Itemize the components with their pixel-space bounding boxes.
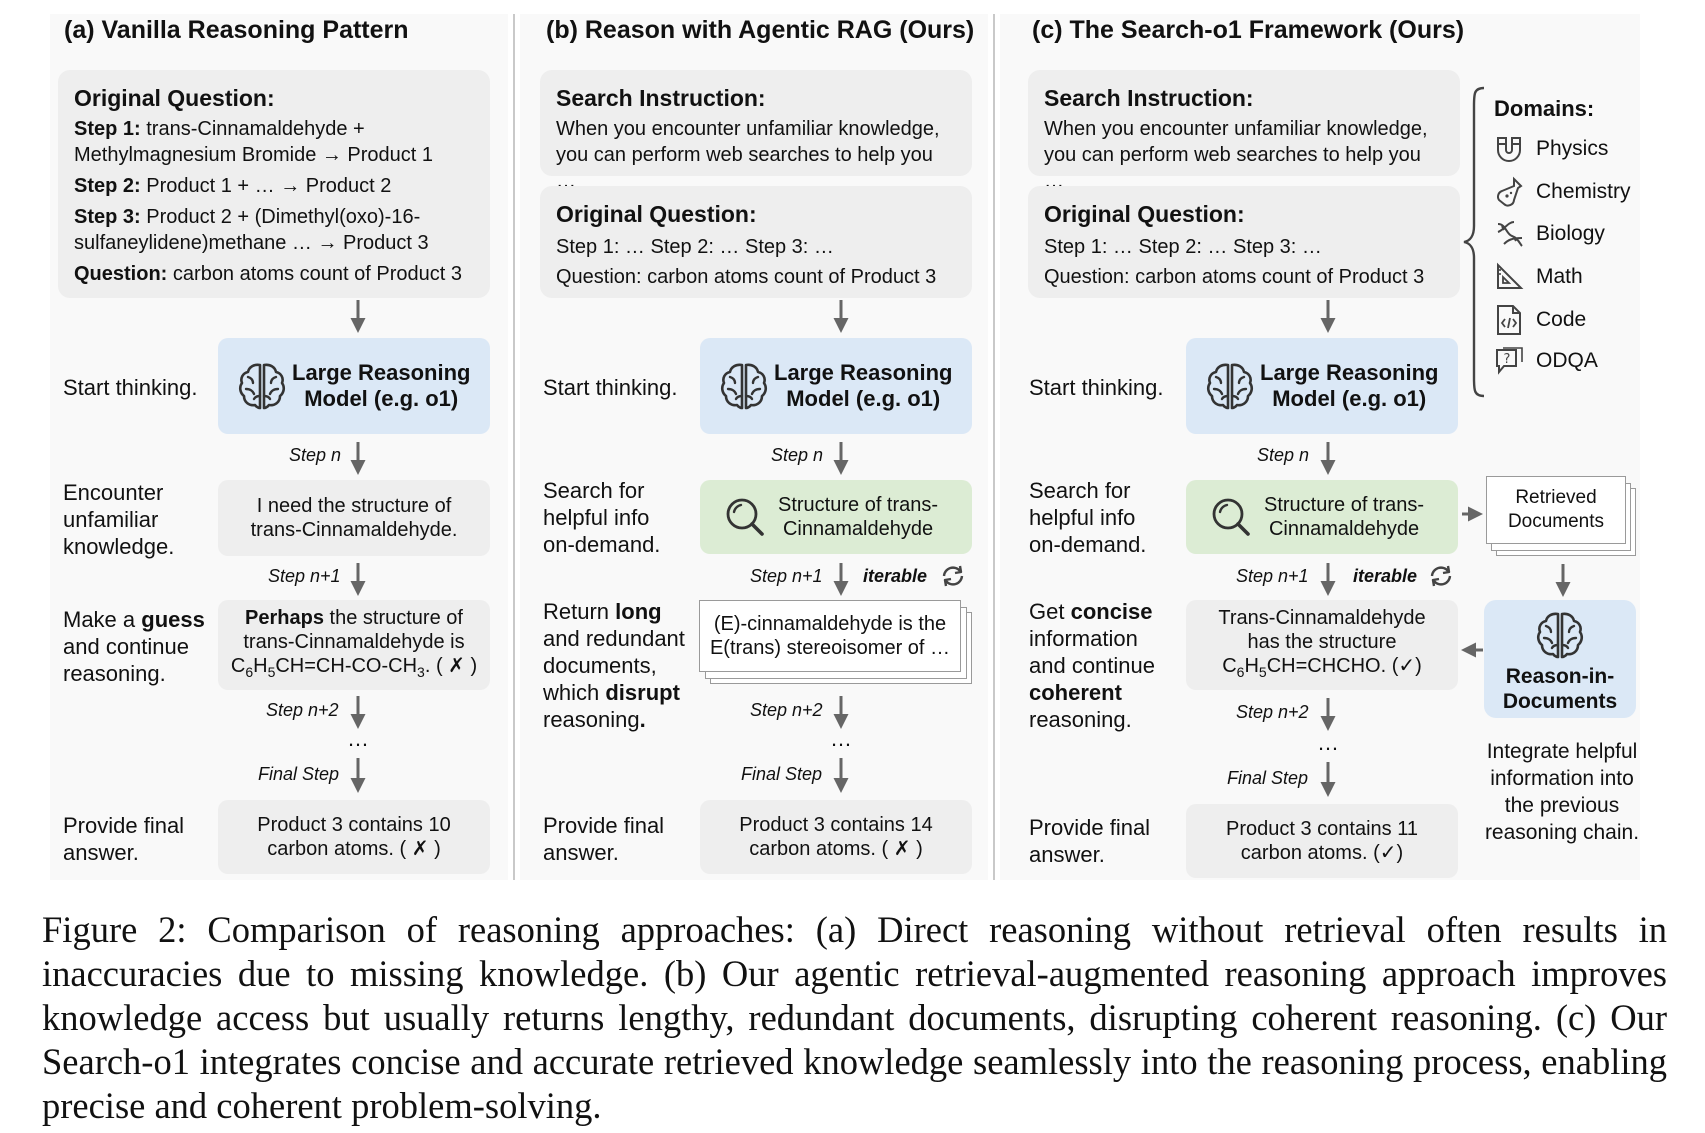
domain-odqa: ? ODQA xyxy=(1494,346,1598,376)
step-1-line-2: Methylmagnesium Bromide → Product 1 xyxy=(74,144,434,166)
step-n1-label: Step n+1 xyxy=(750,566,823,586)
step-3-line-2: sulfaneylidene)methane … → Product 3 xyxy=(74,232,429,254)
figure-caption: Figure 2: Comparison of reasoning approa… xyxy=(42,909,1667,1126)
domain-math: Math xyxy=(1494,262,1583,292)
final-step-label: Final Step xyxy=(741,764,823,784)
start-thinking-label: Start thinking. xyxy=(1029,375,1164,400)
step-n1-label: Step n+1 xyxy=(268,566,341,586)
search-icon xyxy=(1212,498,1250,536)
start-thinking-label: Start thinking. xyxy=(543,375,678,400)
domains-brace xyxy=(1463,86,1485,398)
brain-icon xyxy=(1536,612,1584,659)
domain-physics: Physics xyxy=(1494,134,1608,164)
divider-b-c xyxy=(993,14,995,880)
flask-icon xyxy=(1496,176,1523,207)
concise-info-label: Get concise information and continue coh… xyxy=(1029,599,1155,732)
panel-c-search-instruction: Search Instruction: When you encounter u… xyxy=(1028,70,1460,192)
brain-icon xyxy=(238,363,286,410)
domain-code: Code xyxy=(1494,304,1586,336)
step-n-label: Step n xyxy=(289,445,342,465)
iterable-label: iterable xyxy=(863,566,928,586)
lrm-line-2: Model (e.g. o1) xyxy=(304,386,459,411)
large-reasoning-model-box: Large Reasoning Model (e.g. o1) xyxy=(218,338,490,434)
step-n2-label: Step n+2 xyxy=(266,700,339,720)
search-query-box: Structure of trans-Cinnamaldehyde xyxy=(1186,480,1458,554)
ruler-icon xyxy=(1497,262,1524,289)
domains-title: Domains: xyxy=(1494,96,1595,121)
lrm-line-1: Large Reasoning xyxy=(292,360,471,385)
panel-c-original-question: Original Question: Step 1: … Step 2: … S… xyxy=(1028,186,1460,298)
step-n2-label: Step n+2 xyxy=(1236,702,1309,722)
search-query-box: Structure of trans-Cinnamaldehyde xyxy=(700,480,972,554)
panel-a-title: (a) Vanilla Reasoning Pattern xyxy=(64,16,409,44)
domain-biology: Biology xyxy=(1494,218,1605,250)
brain-icon xyxy=(1206,363,1254,410)
panel-c-title: (c) The Search-o1 Framework (Ours) xyxy=(1032,16,1465,44)
correct-formula: C6H5CH=CHCHO. (✓) xyxy=(1222,655,1422,680)
dna-icon xyxy=(1497,221,1523,247)
iterate-cycle-icon xyxy=(942,564,964,588)
ellipsis: … xyxy=(830,726,852,751)
flow-arrows xyxy=(350,300,1571,797)
search-icon xyxy=(726,498,764,536)
question-bubble-icon: ? xyxy=(1496,347,1523,375)
step-n-label: Step n xyxy=(771,445,824,465)
step-n2-label: Step n+2 xyxy=(750,700,823,720)
magnet-icon xyxy=(1497,137,1521,162)
panel-b-original-question: Original Question: Step 1: … Step 2: … S… xyxy=(540,186,972,298)
final-step-label: Final Step xyxy=(1227,768,1309,788)
divider-a-b xyxy=(513,14,515,880)
panel-b-search-instruction: Search Instruction: When you encounter u… xyxy=(540,70,972,192)
integrate-note: Integrate helpful information into the p… xyxy=(1484,740,1640,844)
panel-a-original-question: Original Question: Step 1: trans-Cinnama… xyxy=(58,70,490,298)
domain-chemistry: Chemistry xyxy=(1494,176,1631,208)
ellipsis: … xyxy=(347,726,369,751)
ellipsis: … xyxy=(1317,730,1339,755)
brain-icon xyxy=(720,363,768,410)
step-2-line: Step 2: Product 1 + … → Product 2 xyxy=(74,175,392,197)
step-3-line: Step 3: Product 2 + (Dimethyl(oxo)-16- xyxy=(74,206,421,228)
question-title: Original Question: xyxy=(74,85,275,111)
step-n-label: Step n xyxy=(1257,445,1310,465)
guess-structure-box: Perhaps the structure of trans-Cinnamald… xyxy=(218,600,490,690)
reason-in-documents-box: Reason-in- Documents xyxy=(1484,600,1636,718)
final-step-label: Final Step xyxy=(258,764,340,784)
step-1-line: Step 1: trans-Cinnamaldehyde + xyxy=(74,118,365,140)
wrong-formula: C6H5CH=CH-CO-CH3. ( ✗ ) xyxy=(230,655,478,680)
svg-text:?: ? xyxy=(1504,352,1511,367)
concise-structure-box: Trans-Cinnamaldehyde has the structure C… xyxy=(1186,600,1458,690)
step-n1-label: Step n+1 xyxy=(1236,566,1309,586)
panel-b-title: (b) Reason with Agentic RAG (Ours) xyxy=(546,16,975,44)
question-line: Question: carbon atoms count of Product … xyxy=(74,263,462,285)
code-file-icon xyxy=(1497,305,1521,335)
start-thinking-label: Start thinking. xyxy=(63,375,198,400)
iterate-cycle-icon xyxy=(1430,564,1452,588)
iterable-label: iterable xyxy=(1353,566,1418,586)
return-long-docs-label: Return long and redundant documents, whi… xyxy=(543,599,685,732)
